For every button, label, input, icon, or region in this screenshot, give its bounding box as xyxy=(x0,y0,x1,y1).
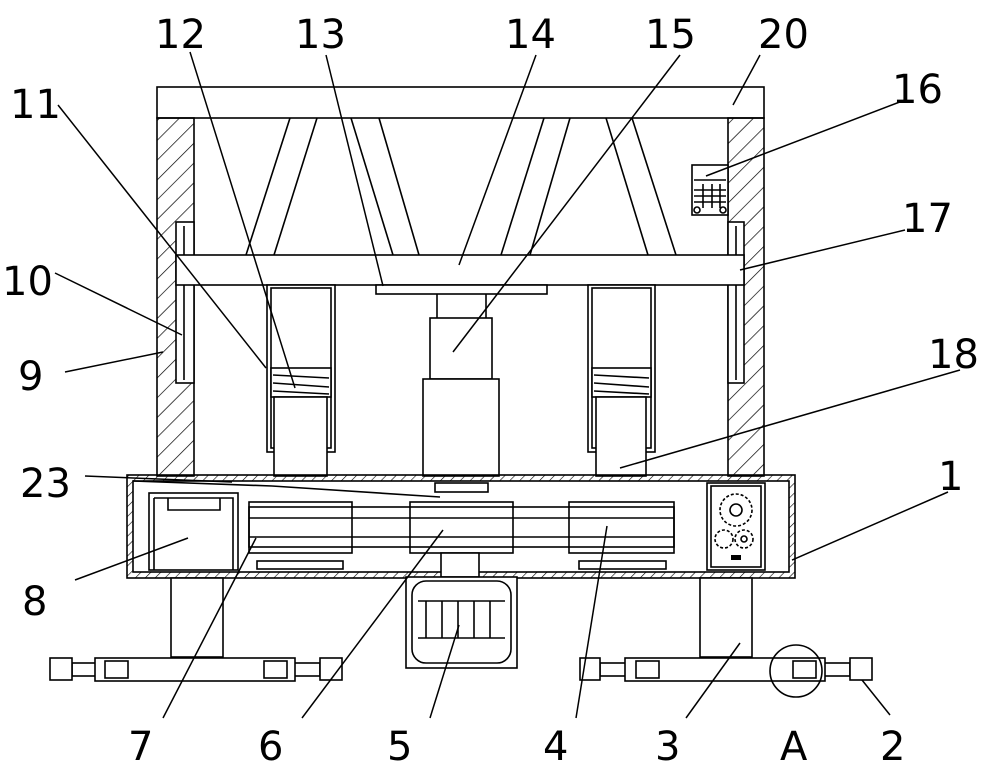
label-5: 5 xyxy=(387,724,412,770)
top-beam-20 xyxy=(157,87,764,118)
label-3: 3 xyxy=(655,724,680,770)
right-sleeve xyxy=(588,285,655,476)
label-9: 9 xyxy=(18,354,43,400)
cylinder-rod-15 xyxy=(430,318,492,379)
battery-box-8 xyxy=(149,493,238,570)
cylinder-body xyxy=(423,379,499,476)
control-panel xyxy=(707,483,765,570)
label-13: 13 xyxy=(295,12,346,58)
pulley-right-4 xyxy=(569,502,674,553)
label-7: 7 xyxy=(128,724,153,770)
label-18: 18 xyxy=(928,332,979,378)
pulley-left-7 xyxy=(249,502,352,553)
right-leg-3 xyxy=(700,578,752,657)
wheel-2 xyxy=(850,658,872,680)
left-sleeve-11 xyxy=(267,285,335,476)
column-18 xyxy=(596,397,646,476)
braces xyxy=(246,118,676,255)
label-11: 11 xyxy=(10,82,61,128)
label-4: 4 xyxy=(543,724,568,770)
label-12: 12 xyxy=(155,12,206,58)
label-6: 6 xyxy=(258,724,283,770)
pulley-mid-6 xyxy=(410,502,513,553)
label-14: 14 xyxy=(505,12,556,58)
left-wheel-assembly xyxy=(50,658,342,681)
left-slide-rail-10 xyxy=(176,222,194,383)
label-8: 8 xyxy=(22,579,47,625)
label-2: 2 xyxy=(880,724,905,770)
label-17: 17 xyxy=(902,196,953,242)
label-A: A xyxy=(780,724,808,770)
label-10: 10 xyxy=(2,259,53,305)
controller-16 xyxy=(692,165,728,215)
label-23: 23 xyxy=(20,461,71,507)
label-1: 1 xyxy=(938,454,963,500)
plate-13 xyxy=(376,285,547,294)
label-20: 20 xyxy=(758,12,809,58)
label-15: 15 xyxy=(645,12,696,58)
frame xyxy=(157,87,764,476)
label-16: 16 xyxy=(892,67,943,113)
